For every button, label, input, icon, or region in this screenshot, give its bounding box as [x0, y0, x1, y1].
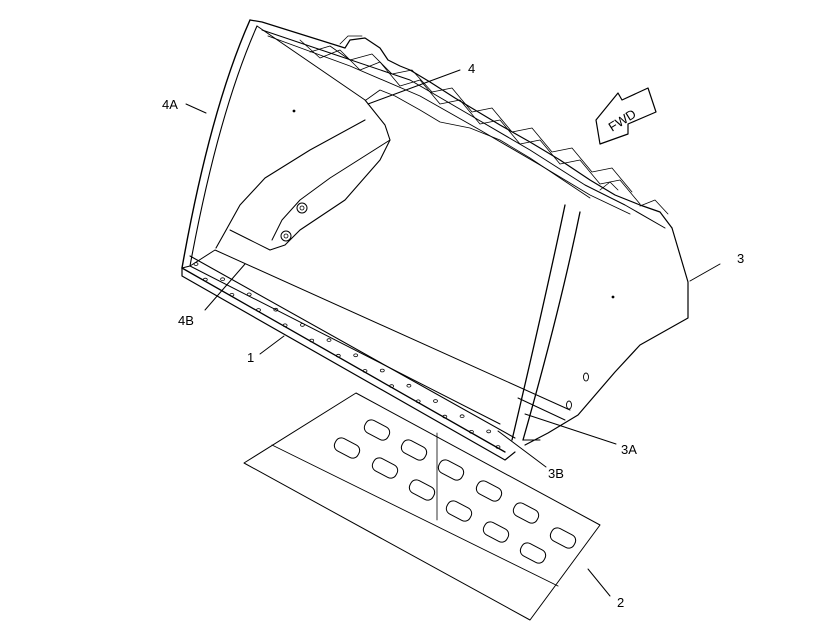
plate-cutout — [408, 479, 436, 501]
fwd-label: FWD — [606, 106, 639, 134]
cutting-edge-bolt-holes — [193, 262, 501, 449]
right-end-plate — [511, 204, 689, 446]
plate-cutout — [371, 457, 399, 479]
top-rib-structure — [249, 19, 673, 229]
plate-cutout — [445, 500, 473, 522]
bolt-hole — [220, 277, 226, 282]
bolt-hole — [229, 292, 235, 297]
bolt-hole — [433, 399, 438, 403]
bolt-hole — [202, 277, 208, 282]
bolt-hole — [486, 429, 492, 434]
bolt-hole — [299, 323, 305, 327]
wear-plate — [243, 392, 601, 621]
bolt-hole — [282, 323, 288, 328]
callout-3: 3 — [737, 251, 744, 266]
callout-4a: 4A — [162, 97, 178, 112]
forward-direction-arrow: FWD — [595, 87, 657, 145]
callout-labels: 4 4A 3 4B 1 3A 3B 2 — [162, 61, 744, 610]
plate-cutout — [549, 527, 577, 549]
bolt-hole — [495, 445, 501, 449]
wear-plate-cutouts — [333, 419, 577, 564]
bolt-hole — [389, 384, 395, 388]
bolt-hole — [309, 338, 315, 343]
plate-cutout — [333, 437, 361, 459]
left-end-plate — [181, 19, 366, 269]
bolt-hole — [415, 399, 421, 404]
arrow-left-icon — [595, 87, 657, 145]
callout-3b: 3B — [548, 466, 564, 481]
bolt-hole — [468, 429, 474, 434]
bucket-floor — [181, 249, 571, 425]
callout-3a: 3A — [621, 442, 637, 457]
callout-1: 1 — [247, 350, 254, 365]
leader-lines — [185, 69, 721, 597]
plate-cutout — [475, 480, 503, 502]
plate-cutout — [519, 542, 547, 564]
bolt-hole — [353, 353, 359, 358]
bolt-hole — [442, 414, 448, 419]
bolt-hole — [335, 353, 341, 358]
plate-cutout — [400, 439, 428, 461]
bolt-hole — [362, 369, 368, 373]
bolt-hole — [273, 307, 279, 312]
bolt-hole — [379, 368, 385, 373]
plate-cutout — [512, 502, 540, 524]
bolt-hole — [246, 292, 252, 297]
plate-cutout — [437, 459, 465, 481]
bolt-hole — [256, 308, 261, 312]
bolt-hole — [406, 383, 412, 388]
bolt-hole — [326, 338, 332, 342]
bolt-hole — [193, 262, 199, 266]
plate-cutout — [363, 419, 391, 441]
cutting-edge — [181, 255, 516, 461]
callout-4b: 4B — [178, 313, 194, 328]
left-side-plate — [215, 99, 391, 251]
bolt-hole — [459, 414, 465, 419]
callout-4: 4 — [468, 61, 475, 76]
plate-cutout — [482, 521, 510, 543]
callout-2: 2 — [617, 595, 624, 610]
